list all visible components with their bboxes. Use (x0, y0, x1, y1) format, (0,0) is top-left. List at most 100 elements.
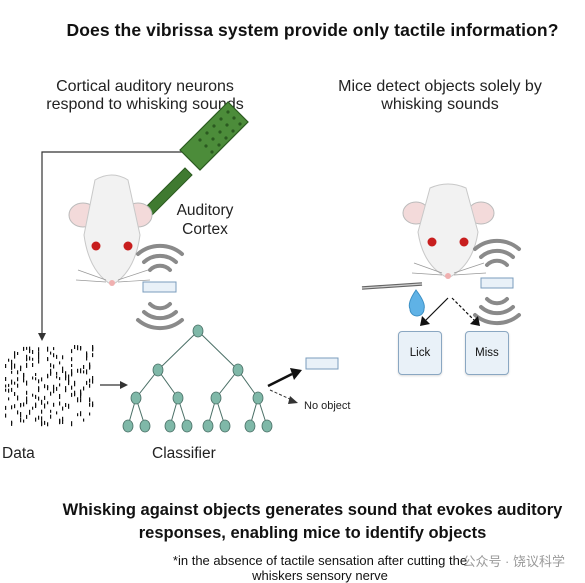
spike-mark (20, 366, 22, 372)
spike-mark (26, 396, 28, 402)
spike-mark (14, 381, 16, 385)
spike-mark (32, 357, 34, 361)
right-heading-line1: Mice detect objects solely by (338, 78, 542, 95)
spike-mark (83, 365, 85, 369)
spike-mark (23, 375, 25, 380)
spike-mark (59, 383, 61, 387)
spike-mark (47, 346, 49, 352)
spike-mark (32, 406, 34, 410)
spike-mark (62, 355, 64, 360)
water-droplet (408, 289, 425, 317)
spike-mark (50, 409, 52, 413)
spike-mark (59, 394, 61, 399)
right-panel-heading: Mice detect objects solely by whisking s… (310, 78, 570, 114)
spike-mark (83, 386, 85, 391)
lick-spout (361, 282, 423, 290)
footnote-line1: *in the absence of tactile sensation aft… (172, 553, 468, 568)
spike-mark (41, 422, 43, 427)
spike-mark (35, 377, 37, 381)
spike-mark (32, 393, 34, 397)
spike-mark (68, 380, 70, 386)
spike-mark (71, 372, 73, 377)
decision-arrows (420, 297, 480, 326)
spike-mark (20, 412, 22, 417)
spike-mark (74, 380, 76, 384)
spike-mark (14, 404, 16, 409)
spike-mark (50, 391, 52, 396)
spike-mark (38, 351, 40, 355)
spike-mark (56, 371, 58, 375)
spike-mark (80, 394, 82, 399)
spike-mark (65, 371, 67, 376)
spike-mark (77, 413, 79, 417)
spike-mark (53, 402, 55, 407)
spike-mark (47, 385, 49, 389)
right-heading-line2: whisking sounds (381, 96, 499, 113)
spike-mark (44, 403, 46, 409)
spike-mark (35, 402, 37, 407)
spike-mark (41, 409, 43, 414)
spike-mark (92, 404, 94, 408)
spike-mark (38, 396, 40, 401)
spike-mark (41, 399, 43, 405)
spike-mark (56, 411, 58, 415)
spike-mark (62, 370, 64, 373)
spike-mark (26, 346, 28, 350)
spike-mark (83, 370, 85, 374)
spike-mark (29, 349, 31, 354)
spike-mark (89, 378, 91, 383)
spike-mark (35, 373, 37, 376)
spike-mark (17, 352, 19, 355)
spike-mark (53, 384, 55, 389)
spike-mark (80, 391, 82, 395)
watermark-text: 公众号 · 饶议科学 (462, 554, 565, 569)
spike-mark (38, 415, 40, 420)
detected-object (305, 357, 339, 370)
spike-mark (53, 388, 55, 394)
spike-mark (23, 373, 25, 378)
spike-mark (38, 354, 40, 360)
spike-mark (14, 363, 16, 369)
spike-mark (17, 377, 19, 382)
spike-mark (35, 394, 37, 399)
spike-mark (74, 383, 76, 387)
spike-mark (26, 354, 28, 360)
spike-mark (80, 346, 82, 349)
recording-connector (38, 151, 190, 341)
electrode-probe (144, 101, 249, 216)
right-object (480, 277, 514, 289)
spike-mark (17, 383, 19, 388)
miss-box: Miss (465, 331, 509, 375)
spike-mark (53, 347, 55, 351)
spike-mark (74, 345, 76, 349)
spike-mark (68, 374, 70, 380)
spike-mark (11, 387, 13, 392)
spike-mark (29, 409, 31, 415)
auditory-cortex-label: Auditory Cortex (170, 201, 240, 239)
spike-mark (71, 369, 73, 373)
lick-box: Lick (398, 331, 442, 375)
data-label: Data (2, 445, 35, 462)
spike-mark (65, 389, 67, 393)
spike-mark (5, 377, 7, 381)
spike-mark (26, 380, 28, 386)
classifier-tree (127, 330, 268, 427)
spike-mark (77, 397, 79, 403)
classifier-label: Classifier (152, 445, 216, 462)
spike-mark (11, 366, 13, 370)
classifier-output-arrows (267, 368, 302, 404)
spike-mark (20, 403, 22, 408)
spike-mark (80, 368, 82, 374)
right-mouse-head (402, 183, 495, 279)
spike-mark (50, 368, 52, 374)
spike-mark (26, 414, 28, 419)
spike-mark (71, 349, 73, 354)
auditory-label-line1: Auditory (176, 202, 234, 219)
spike-mark (32, 376, 34, 380)
spike-mark (47, 358, 49, 362)
spike-mark (11, 363, 13, 368)
miss-label: Miss (475, 347, 499, 359)
spike-mark (38, 379, 40, 384)
spike-mark (8, 358, 10, 362)
